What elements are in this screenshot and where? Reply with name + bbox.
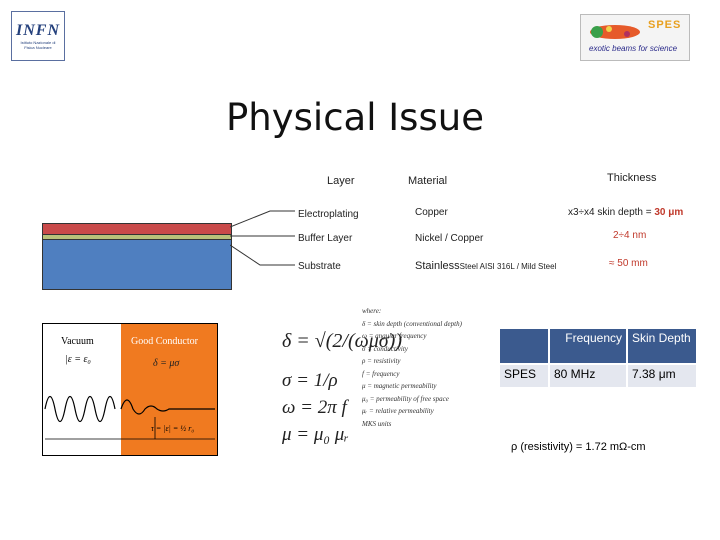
vacuum-region (43, 324, 121, 455)
page-title: Physical Issue (226, 96, 484, 139)
table-header-cell (498, 327, 550, 365)
conductor-equation: δ = μσ (153, 358, 180, 369)
legend-line: f = frequency (362, 369, 400, 378)
legend-title: where: (362, 307, 382, 315)
thickness-value: 30 μm (654, 207, 684, 218)
row-thickness-buffer: 2÷4 nm (613, 230, 647, 241)
formula-sigma: σ = 1/ρ (282, 370, 338, 391)
layer-header: Layer (327, 175, 355, 187)
decay-equation: τ = |ε| = ½ r₀ (151, 424, 195, 433)
table-cell: 7.38 μm (626, 363, 698, 389)
row-thickness-substrate: ≈ 50 mm (609, 258, 648, 269)
substrate-layer (42, 239, 232, 290)
symbol-legend: where: δ = skin depth (conventional dept… (362, 305, 462, 430)
legend-line: σ = conductivity (362, 344, 408, 353)
infn-logo-text: INFN (15, 22, 60, 39)
table-header-cell: Skin Depth (626, 327, 698, 365)
thickness-header: Thickness (607, 172, 657, 184)
leader-lines (230, 210, 295, 266)
infn-logo-subtext: Istituto Nazionale di Fisica Nucleare (20, 40, 56, 50)
legend-line: μ = magnetic permeability (362, 382, 437, 390)
material-header: Material (408, 175, 448, 187)
spes-logo-tagline: exotic beams for science (589, 44, 678, 53)
table-header-cell: Frequency (548, 327, 628, 365)
formula-omega: ω = 2π f (282, 397, 347, 418)
row-material-steel: StainlessSteel AISI 316L / Mild Steel (415, 260, 556, 272)
table-row: SPES 80 MHz 7.38 μm (498, 363, 698, 389)
material-main: Stainless (415, 260, 460, 272)
legend-line: MKS units (362, 419, 392, 428)
buffer-layer (42, 235, 232, 239)
row-layer-electroplating: Electroplating (298, 209, 359, 220)
row-thickness-electroplating: x3÷x4 skin depth = 30 μm (568, 207, 683, 218)
wave-plot (44, 395, 215, 440)
resistivity-note: ρ (resistivity) = 1.72 mΩ-cm (511, 441, 646, 453)
material-tail: Steel AISI 316L / Mild Steel (459, 262, 557, 271)
row-material-copper: Copper (415, 207, 448, 218)
spes-logo-graphic-icon (590, 25, 640, 39)
layer-stack-diagram (42, 223, 232, 290)
legend-line: δ = skin depth (conventional depth) (362, 319, 462, 328)
spes-logo-text: SPES (648, 19, 682, 31)
good-conductor-label: Good Conductor (131, 336, 198, 347)
copper-layer (42, 223, 232, 235)
formula-skin-depth: δ = √(2/(ωμσ)) (282, 330, 402, 352)
epsilon-equation: |ε = ε₀ (65, 354, 91, 365)
frequency-table: Frequency Skin Depth SPES 80 MHz 7.38 μm (498, 327, 698, 389)
vacuum-label: Vacuum (61, 336, 94, 347)
skin-effect-figure: Vacuum Good Conductor |ε = ε₀ δ = μσ τ =… (42, 323, 218, 456)
row-layer-substrate: Substrate (298, 261, 341, 272)
row-layer-buffer: Buffer Layer (298, 233, 353, 244)
row-material-nickel: Nickel / Copper (415, 233, 484, 244)
infn-logo: INFN Istituto Nazionale di Fisica Nuclea… (11, 11, 65, 61)
legend-line: μᵣ = relative permeability (362, 407, 434, 415)
table-cell: 80 MHz (548, 363, 628, 389)
legend-line: ρ = resistivity (362, 357, 401, 365)
table-cell: SPES (498, 363, 550, 389)
table-header-row: Frequency Skin Depth (498, 327, 698, 365)
legend-line: ω = angular frequency (362, 332, 427, 340)
legend-line: μ₀ = permeability of free space (362, 394, 449, 403)
thickness-prefix: x3÷x4 skin depth = (568, 207, 655, 218)
spes-logo: SPES exotic beams for science (580, 14, 690, 61)
formula-mu: μ = μ₀ μᵣ (282, 424, 349, 445)
conductor-region (121, 324, 217, 455)
